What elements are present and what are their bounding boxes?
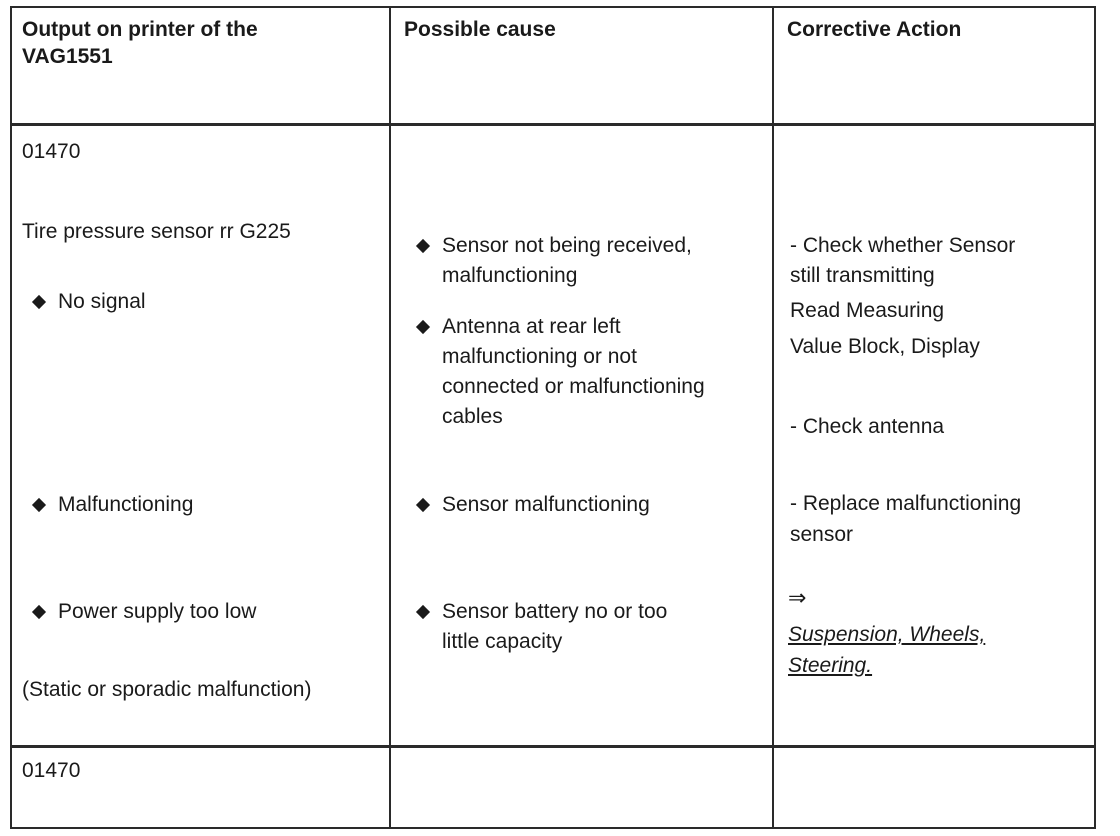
table-border-top xyxy=(10,6,1096,8)
diamond-bullet-icon xyxy=(415,319,431,335)
action-replace-sensor: sensor xyxy=(790,523,854,546)
suspension-link[interactable]: Suspension, Wheels, xyxy=(788,623,986,646)
header-divider xyxy=(10,123,1096,126)
diamond-bullet-icon xyxy=(31,294,47,310)
diamond-bullet-icon xyxy=(415,604,431,620)
cause-line: Antenna at rear left xyxy=(442,315,621,338)
table-border-bottom xyxy=(10,827,1096,829)
action-replace-sensor: - Replace malfunctioning xyxy=(790,492,1022,515)
cause-line: connected or malfunctioning xyxy=(442,375,705,398)
fault-code: 01470 xyxy=(22,140,81,163)
action-check-sensor: Read Measuring xyxy=(790,299,945,322)
header-output-line2: VAG1551 xyxy=(22,45,113,68)
action-check-antenna: - Check antenna xyxy=(790,415,945,438)
cause-line: cables xyxy=(442,405,503,428)
header-corrective-action: Corrective Action xyxy=(787,18,962,41)
diamond-bullet-icon xyxy=(415,497,431,513)
sensor-name: Tire pressure sensor rr G225 xyxy=(22,220,291,243)
cause-line: Sensor not being received, xyxy=(442,234,692,257)
action-check-sensor: Value Block, Display xyxy=(790,335,980,358)
double-arrow-icon: ⇒ xyxy=(788,585,807,610)
table-border-left xyxy=(10,6,12,829)
action-check-sensor: - Check whether Sensor xyxy=(790,234,1016,257)
symptom-label: No signal xyxy=(58,290,146,313)
column-divider-1 xyxy=(389,6,391,829)
diamond-bullet-icon xyxy=(415,238,431,254)
column-divider-2 xyxy=(772,6,774,829)
malfunction-note: (Static or sporadic malfunction) xyxy=(22,678,312,701)
cause-line: little capacity xyxy=(442,630,563,653)
header-output-line1: Output on printer of the xyxy=(22,18,258,41)
cause-line: Sensor battery no or too xyxy=(442,600,668,623)
cause-line: Sensor malfunctioning xyxy=(442,493,650,516)
action-check-sensor: still transmitting xyxy=(790,264,935,287)
symptom-label: Malfunctioning xyxy=(58,493,194,516)
suspension-link[interactable]: Steering. xyxy=(788,654,873,677)
cause-line: malfunctioning or not xyxy=(442,345,637,368)
symptom-label: Power supply too low xyxy=(58,600,257,623)
cause-line: malfunctioning xyxy=(442,264,578,287)
diamond-bullet-icon xyxy=(31,497,47,513)
fault-code: 01470 xyxy=(22,759,81,782)
table-border-right xyxy=(1094,6,1096,829)
row-divider xyxy=(10,745,1096,748)
header-possible-cause: Possible cause xyxy=(404,18,556,41)
diamond-bullet-icon xyxy=(31,604,47,620)
